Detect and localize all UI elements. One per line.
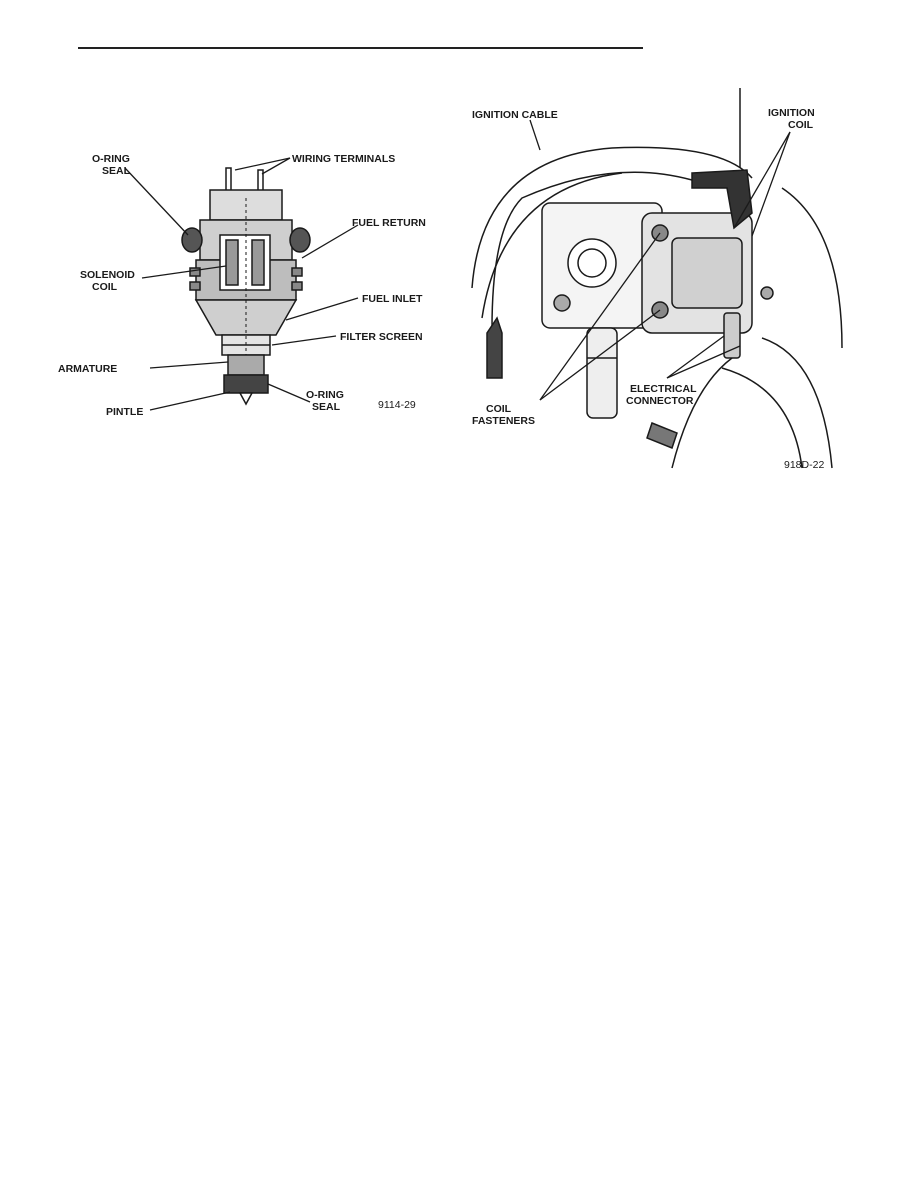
- label-electrical-connector-line2: CONNECTOR: [626, 395, 694, 407]
- label-ignition-coil-line1: IGNITION: [768, 107, 815, 119]
- fuel-injector-figure: O-RING SEAL WIRING TERMINALS FUEL RETURN…: [40, 140, 440, 440]
- label-electrical-connector-line1: ELECTRICAL: [630, 383, 697, 395]
- label-fuel-return: FUEL RETURN: [352, 217, 426, 229]
- label-ignition-coil-line2: COIL: [788, 119, 814, 131]
- figure-number-injector: 9114-29: [378, 399, 416, 411]
- label-pintle: PINTLE: [106, 406, 143, 418]
- fuel-injector-illustration: O-RING SEAL WIRING TERMINALS FUEL RETURN…: [58, 153, 426, 418]
- label-coil-fasteners-line1: COIL: [486, 403, 512, 415]
- leader-lines: [124, 157, 359, 411]
- label-armature: ARMATURE: [58, 363, 117, 375]
- injector-drawing: [181, 167, 311, 406]
- label-filter-screen: FILTER SCREEN: [340, 331, 423, 343]
- label-coil-fasteners-line2: FASTENERS: [472, 415, 535, 427]
- label-fuel-inlet: FUEL INLET: [362, 293, 423, 305]
- label-solenoid-coil-line1: SOLENOID: [80, 269, 135, 281]
- label-o-ring-seal-top-line1: O-RING: [92, 153, 130, 165]
- label-o-ring-seal-bottom-line1: O-RING: [306, 389, 344, 401]
- label-ignition-cable: IGNITION CABLE: [472, 109, 558, 121]
- ignition-coil-figure: IGNITION CABLE IGNITION COIL COIL FASTEN…: [462, 88, 862, 478]
- coil-drawing: [471, 88, 843, 469]
- label-o-ring-seal-bottom-line2: SEAL: [312, 401, 341, 413]
- label-solenoid-coil-line2: COIL: [92, 281, 118, 293]
- leader-lines: [529, 119, 791, 401]
- header-rule: [78, 47, 643, 49]
- ignition-coil-illustration: IGNITION CABLE IGNITION COIL COIL FASTEN…: [471, 88, 843, 471]
- label-wiring-terminals: WIRING TERMINALS: [292, 153, 395, 165]
- figure-number-coil: 918D-22: [784, 459, 824, 471]
- label-o-ring-seal-top-line2: SEAL: [102, 165, 131, 177]
